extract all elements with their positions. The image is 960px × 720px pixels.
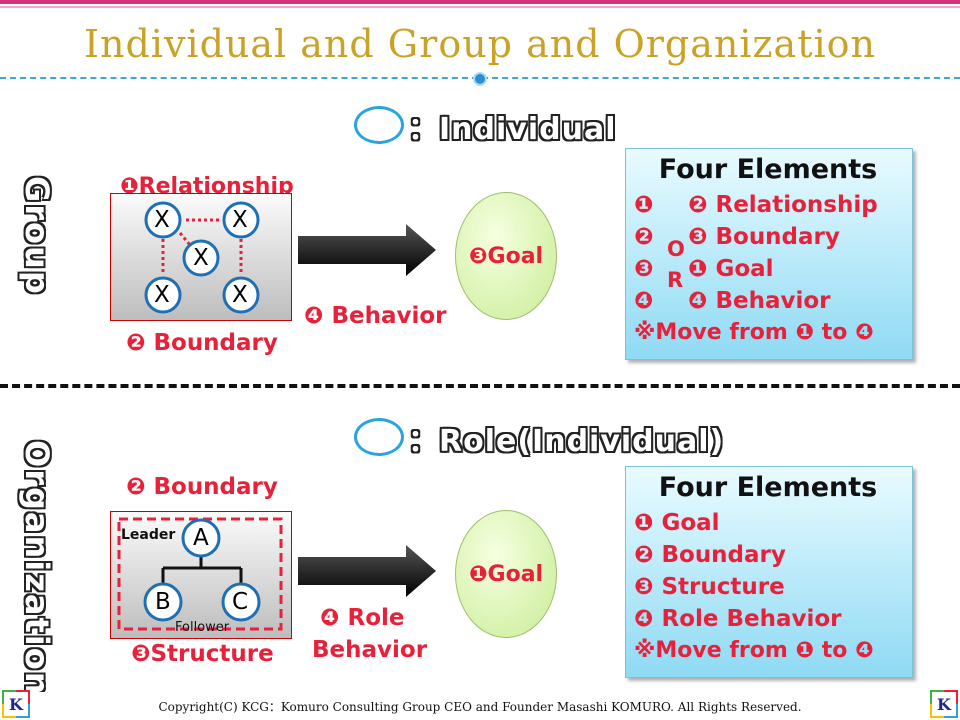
group-element-3: ❶ Goal <box>688 256 774 282</box>
group-node-2 <box>222 201 260 239</box>
org-behavior-label-1: ❹ Role <box>320 605 405 631</box>
individual-legend-circle <box>354 106 404 144</box>
org-structure-label: ❸Structure <box>131 641 274 667</box>
group-side-label: Group <box>18 176 56 296</box>
org-node-c <box>221 582 261 622</box>
org-four-elements-title: Four Elements <box>658 472 878 503</box>
org-behavior-label-2: Behavior <box>312 637 428 663</box>
org-node-b <box>143 582 183 622</box>
top-accent-bar <box>0 0 960 4</box>
group-node-4-label: X <box>154 282 170 308</box>
org-node-a <box>181 518 221 558</box>
kcg-logo-right-letter: K <box>932 692 956 716</box>
org-boundary-label: ❷ Boundary <box>126 474 278 500</box>
title-divider-dot <box>473 72 487 86</box>
org-node-a-label: A <box>193 525 209 551</box>
individual-legend-text: ：Individual <box>408 112 617 147</box>
follower-label: Follower <box>175 620 230 635</box>
org-element-4: ❹ Role Behavior <box>634 606 842 632</box>
group-move-note: ※Move from ❶ to ❹ <box>634 320 874 345</box>
role-legend-circle <box>354 418 404 456</box>
role-legend-text: ：Role(Individual) <box>408 424 725 459</box>
group-node-3-label: X <box>193 245 209 271</box>
org-move-note: ※Move from ❶ to ❹ <box>634 638 874 663</box>
org-four-elements-panel <box>625 466 913 678</box>
group-element-4: ❹ Behavior <box>688 288 831 314</box>
footer-bar <box>0 692 960 720</box>
group-goal-ellipse: ❸Goal <box>455 192 557 320</box>
org-node-b-label: B <box>155 589 171 615</box>
org-node-c-label: C <box>232 589 249 615</box>
group-mark-1: ❶ <box>634 192 654 218</box>
section-separator <box>0 384 960 388</box>
org-element-2: ❷ Boundary <box>634 542 786 568</box>
group-element-1: ❷ Relationship <box>688 192 878 218</box>
group-goal-label: ❸Goal <box>468 243 544 269</box>
group-behavior-label: ❹ Behavior <box>304 303 447 329</box>
group-or-r: R <box>667 268 684 292</box>
org-element-3: ❸ Structure <box>634 574 785 600</box>
org-goal-ellipse: ❶Goal <box>455 510 557 638</box>
group-node-3 <box>182 239 220 277</box>
kcg-logo-left: K <box>2 690 30 718</box>
group-mark-3: ❸ <box>634 256 654 282</box>
group-four-elements-title: Four Elements <box>658 154 878 185</box>
org-arrow <box>298 545 436 597</box>
footer-copyright: Copyright(C) KCG：Komuro Consulting Group… <box>158 700 802 714</box>
group-node-4 <box>144 276 182 314</box>
group-mark-2: ❷ <box>634 224 654 250</box>
group-boundary-label: ❷ Boundary <box>126 330 278 356</box>
org-element-1: ❶ Goal <box>634 510 720 536</box>
organization-side-label: Organization <box>18 440 56 697</box>
group-node-1-label: X <box>154 207 170 233</box>
top-accent-line <box>0 6 960 8</box>
page-title: Individual and Group and Organization <box>84 22 876 66</box>
group-arrow <box>298 224 436 276</box>
group-node-5 <box>222 276 260 314</box>
org-structure <box>117 517 283 631</box>
group-four-elements-panel <box>625 148 913 360</box>
group-mark-4: ❹ <box>634 288 654 314</box>
group-node-5-label: X <box>232 282 248 308</box>
group-node-2-label: X <box>232 207 248 233</box>
kcg-logo-right: K <box>930 690 958 718</box>
leader-label: Leader <box>121 527 176 543</box>
group-element-2: ❸ Boundary <box>688 224 840 250</box>
group-or-o: O <box>667 237 685 261</box>
group-node-1 <box>144 201 182 239</box>
group-network <box>144 201 260 314</box>
kcg-logo-left-letter: K <box>4 692 28 716</box>
org-goal-label: ❶Goal <box>468 561 544 587</box>
